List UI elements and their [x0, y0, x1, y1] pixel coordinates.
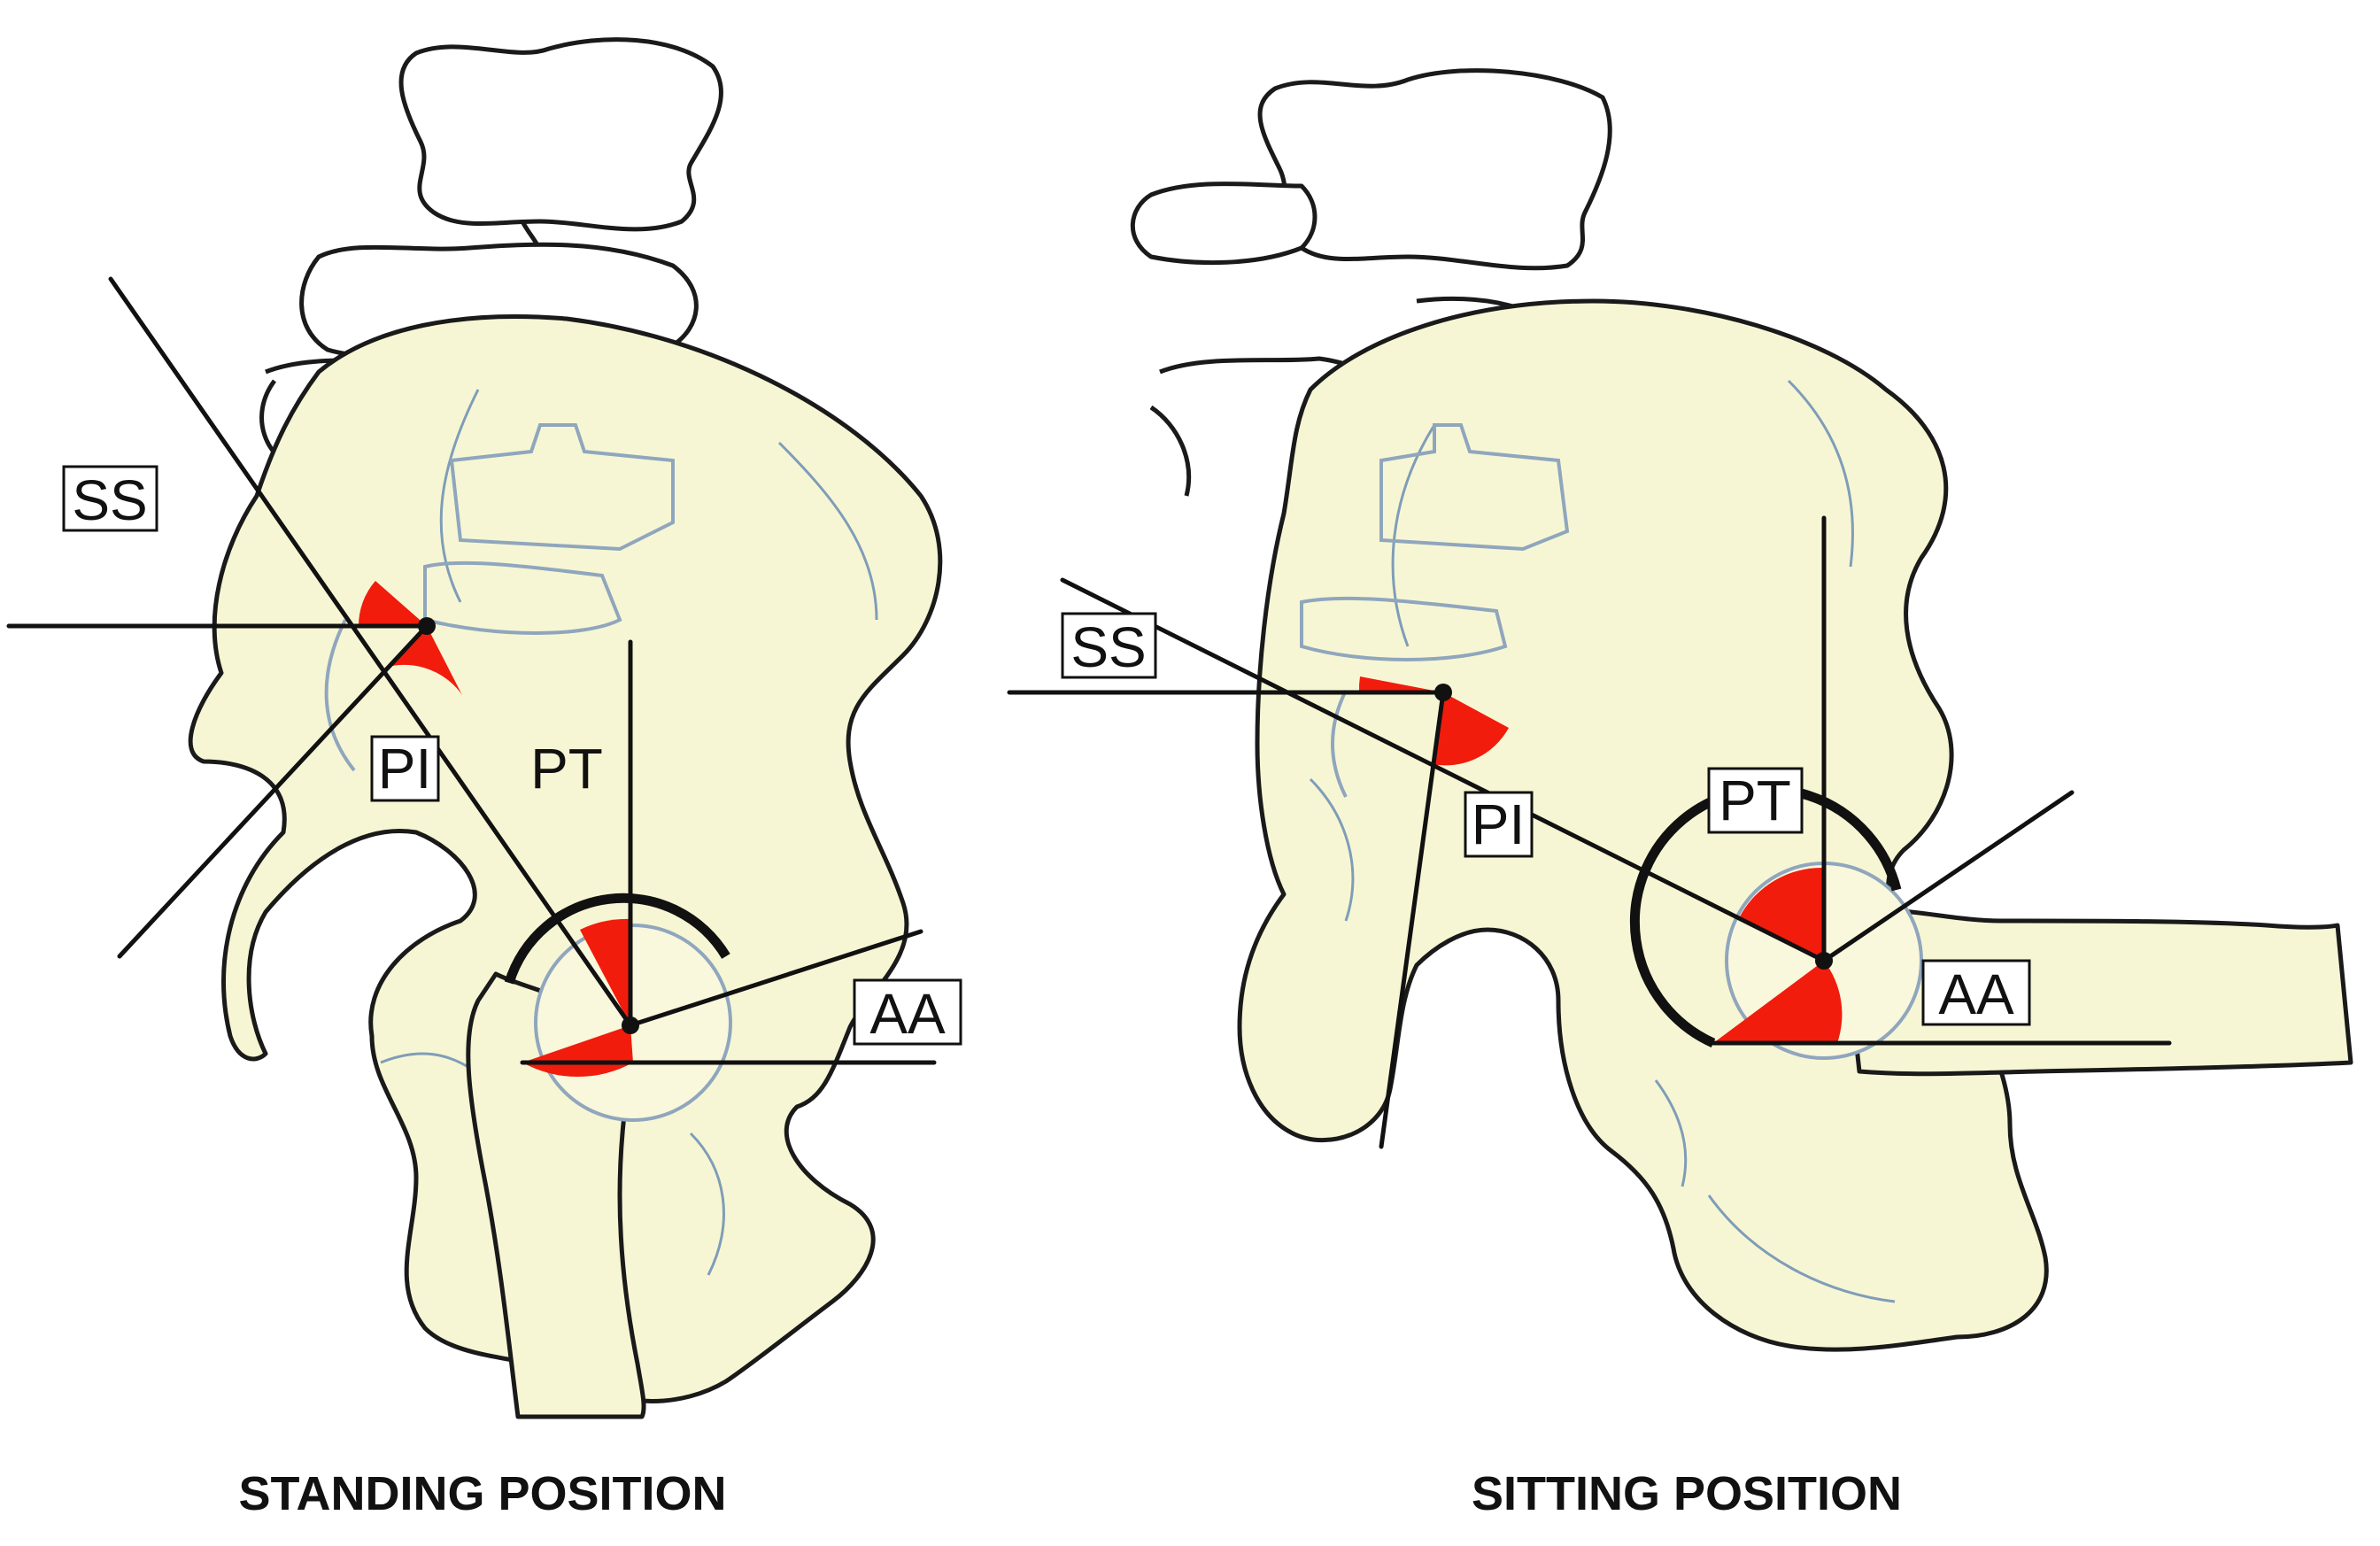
sitting-sacral-point	[1434, 684, 1452, 701]
sitting-aa-label: AA	[1921, 959, 2031, 1026]
svg-text:AA: AA	[1938, 962, 2014, 1026]
svg-text:PI: PI	[378, 737, 431, 800]
sitting-sacral-plate-line	[1060, 577, 1827, 963]
standing-pi-label: PI	[370, 735, 440, 802]
sitting-aa-angle	[1713, 961, 1843, 1043]
standing-pt-label: PT	[530, 737, 603, 800]
svg-text:PT: PT	[1719, 769, 1791, 832]
standing-caption: STANDING POSITION	[238, 1467, 726, 1520]
standing-pi-angle	[388, 626, 462, 695]
sitting-pi-angle	[1432, 692, 1509, 766]
sitting-reference-lines	[1007, 515, 2172, 1149]
standing-reference-lines	[6, 276, 937, 1065]
sitting-pi-perpendicular	[1379, 690, 1446, 1149]
standing-panel: SS PI PT AA STANDING POSITION	[6, 37, 962, 1520]
sitting-ss-label: SS	[1061, 612, 1157, 679]
sitting-pt-angle	[1740, 867, 1824, 961]
sitting-lumbar-vertebrae-icon	[1130, 68, 1612, 497]
svg-text:PT: PT	[530, 737, 603, 800]
sitting-hip-center	[1815, 952, 1833, 970]
sitting-pelvis-icon	[1237, 298, 2049, 1352]
sitting-caption: SITTING POSITION	[1472, 1467, 1902, 1520]
standing-sacral-plate-line	[108, 276, 633, 1028]
sitting-panel: SS PI PT AA SITTING POSITION	[1007, 68, 2353, 1520]
sitting-angle-markers	[1358, 676, 1843, 1043]
sitting-ss-angle	[1358, 676, 1443, 692]
standing-ss-label: SS	[62, 465, 158, 532]
standing-aa-label: AA	[853, 978, 962, 1046]
standing-pi-perpendicular	[117, 623, 429, 959]
sitting-acetabulum-arc-icon	[1629, 784, 1902, 1048]
sitting-pt-label: PT	[1707, 767, 1804, 834]
standing-aa-oblique	[628, 929, 923, 1028]
sitting-pi-label: PI	[1464, 791, 1534, 858]
standing-acetabulum-arc-icon	[504, 893, 730, 985]
standing-ss-angle	[358, 581, 427, 626]
standing-sacral-point	[418, 617, 436, 635]
standing-pt-angle	[580, 918, 630, 1025]
svg-text:SS: SS	[1070, 615, 1146, 679]
sitting-aa-oblique	[1821, 790, 2075, 963]
svg-text:PI: PI	[1472, 792, 1525, 856]
svg-text:AA: AA	[869, 982, 946, 1046]
standing-hip-center	[622, 1016, 639, 1034]
svg-text:SS: SS	[72, 468, 147, 532]
